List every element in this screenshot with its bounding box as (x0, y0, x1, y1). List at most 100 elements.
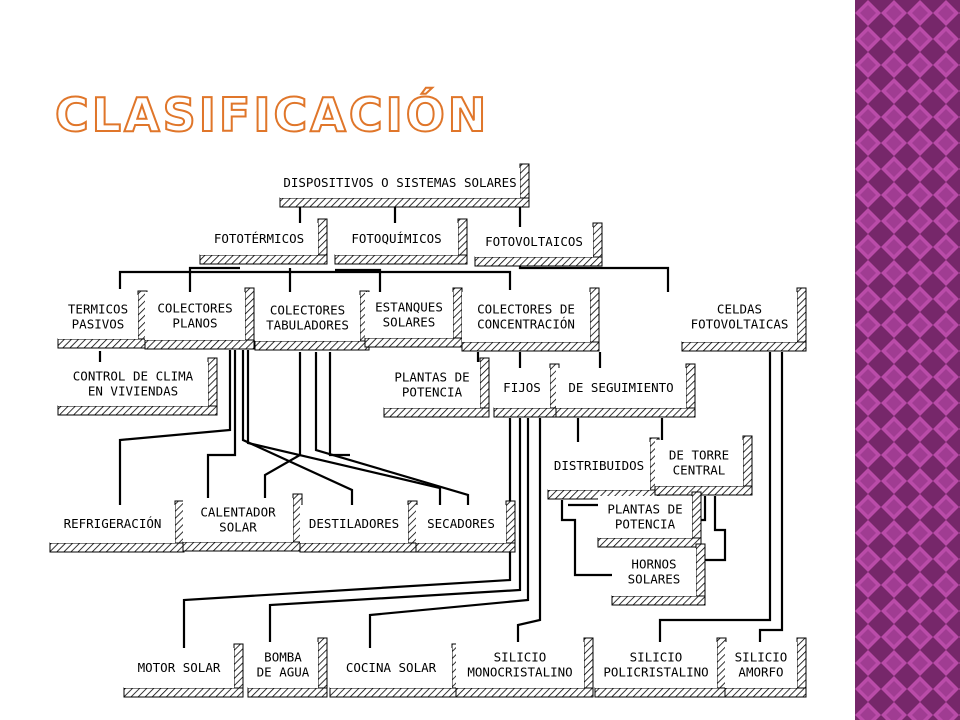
box-shadow-right (716, 637, 727, 689)
node-fotovoltaicos: FOTOVOLTAICOS (474, 222, 603, 267)
node-label-line: DE AGUA (257, 665, 310, 680)
node-label-line: TABULADORES (266, 318, 349, 333)
node-label-line: MONOCRISTALINO (467, 665, 572, 680)
node-label-line: SILICIO (735, 650, 788, 665)
connector-line (246, 350, 442, 505)
box-shadow-bottom (455, 687, 594, 698)
box-face (335, 223, 458, 255)
box-shadow-bottom (144, 339, 255, 350)
connector-line (118, 350, 232, 505)
connector-line (206, 350, 237, 498)
node-distribuidos: DISTRIBUIDOS (547, 437, 660, 500)
connector-line (263, 352, 302, 498)
node-cocina-solar: COCINA SOLAR (329, 643, 462, 698)
box-shadow-right (244, 287, 255, 341)
node-label-line: DE TORRE (669, 448, 729, 463)
connector-line (758, 352, 784, 642)
box-shadow-right (592, 222, 603, 258)
node-label-line: FOTOVOLTAICAS (691, 317, 789, 332)
box-shadow-bottom (247, 687, 328, 698)
box-shadow-bottom (383, 407, 490, 418)
node-label-line: POTENCIA (402, 385, 463, 400)
node-de-seguimiento: DE SEGUIMIENTO (555, 363, 696, 418)
node-label-line: SOLARES (628, 572, 681, 587)
box-face (416, 505, 506, 543)
connector-line (118, 270, 512, 290)
box-shadow-right (685, 363, 696, 409)
node-label-line: REFRIGERACIÓN (64, 516, 162, 531)
box-face (255, 295, 360, 341)
node-label-line: FOTOQUÍMICOS (351, 231, 441, 246)
node-label-line: PLANTAS DE (607, 502, 682, 517)
connector-line (314, 352, 470, 505)
connector-line (518, 266, 670, 292)
box-face (200, 223, 318, 255)
node-label-line: PLANOS (172, 316, 217, 331)
node-label-line: DESTILADORES (309, 516, 399, 531)
connector-line (696, 496, 727, 562)
node-label-line: FOTOVOLTAICOS (485, 234, 583, 249)
box-shadow-bottom (57, 338, 148, 349)
box-shadow-right (233, 643, 244, 689)
box-shadow-bottom (594, 687, 727, 698)
box-shadow-right (519, 163, 530, 199)
box-face (300, 505, 408, 543)
connector-line (658, 352, 772, 642)
node-label-line: SOLAR (219, 520, 257, 535)
connector-line (368, 418, 530, 648)
box-shadow-bottom (254, 340, 370, 351)
box-face (248, 642, 318, 688)
box-shadow-bottom (123, 687, 244, 698)
node-label-line: CENTRAL (673, 463, 726, 478)
box-shadow-right (479, 357, 490, 409)
node-label-line: POLICRISTALINO (603, 665, 708, 680)
node-label-line: SILICIO (494, 650, 547, 665)
box-shadow-right (695, 543, 706, 597)
box-shadow-right (583, 637, 594, 689)
connector-line (182, 418, 512, 648)
box-face (494, 368, 550, 408)
box-shadow-bottom (461, 341, 600, 352)
node-label-line: BOMBA (264, 650, 302, 665)
box-shadow-right (589, 287, 600, 343)
box-shadow-right (174, 500, 185, 544)
box-face (58, 362, 208, 406)
node-boxes: DISPOSITIVOS O SISTEMAS SOLARESFOTOTÉRMI… (49, 163, 807, 698)
decorative-side-bar (855, 0, 960, 720)
box-shadow-bottom (415, 542, 516, 553)
box-face (556, 368, 686, 408)
box-shadow-bottom (493, 407, 560, 418)
box-shadow-bottom (279, 197, 530, 208)
box-shadow-bottom (681, 341, 807, 352)
box-shadow-right (691, 491, 702, 539)
box-face (612, 548, 696, 596)
node-destiladores: DESTILADORES (299, 500, 418, 553)
box-shadow-right (317, 218, 328, 256)
node-label-line: PASIVOS (72, 317, 125, 332)
box-shadow-bottom (299, 542, 418, 553)
box-face (548, 442, 650, 490)
connector-line (268, 418, 522, 642)
node-label-line: COLECTORES (270, 303, 345, 318)
box-shadow-bottom (182, 541, 303, 552)
box-face (456, 642, 584, 688)
box-shadow-bottom (329, 687, 462, 698)
node-label-line: COCINA SOLAR (346, 660, 437, 675)
node-root: DISPOSITIVOS O SISTEMAS SOLARES (279, 163, 530, 208)
node-label-line: DISTRIBUIDOS (554, 458, 644, 473)
node-label-line: TERMICOS (68, 302, 128, 317)
node-label-line: DE SEGUIMIENTO (568, 380, 673, 395)
node-label-line: ESTANQUES (375, 300, 443, 315)
connector-line (188, 266, 240, 292)
box-face (598, 496, 692, 538)
connector-line (516, 418, 542, 642)
box-shadow-bottom (654, 485, 753, 496)
node-fijos: FIJOS (493, 363, 560, 418)
box-shadow-right (407, 500, 418, 544)
